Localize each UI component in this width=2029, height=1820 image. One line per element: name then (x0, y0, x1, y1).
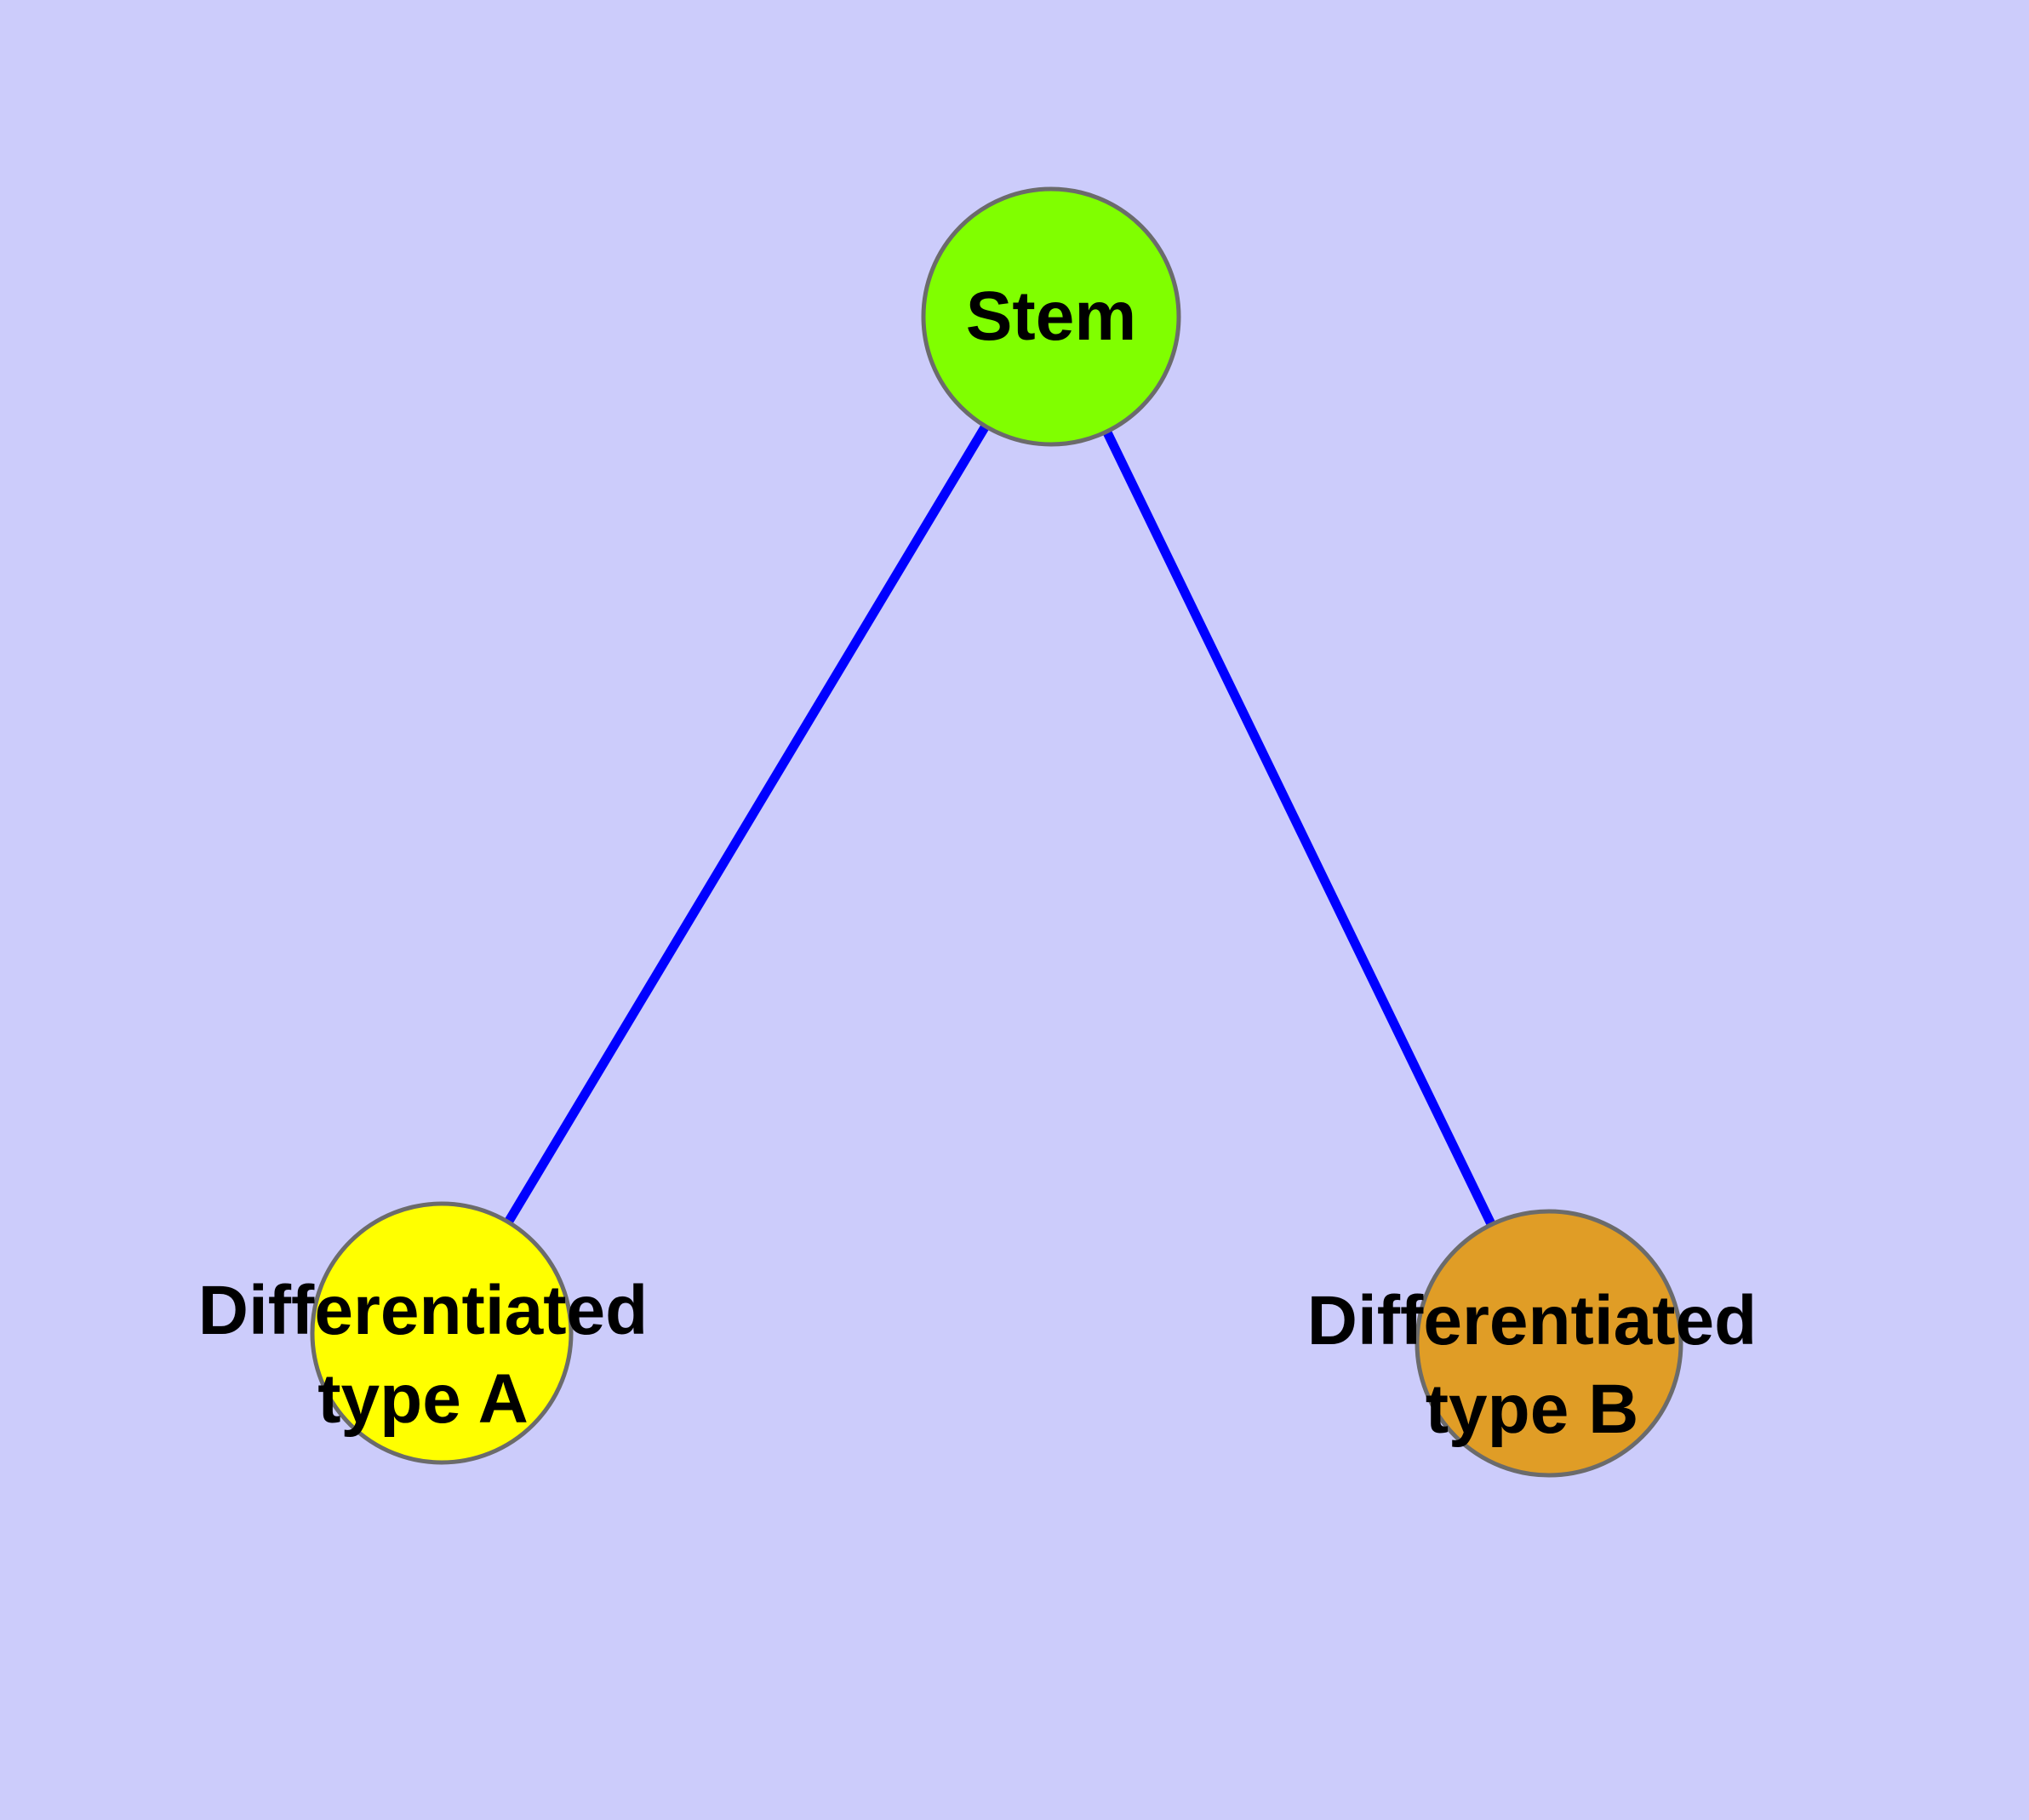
node-differentiated-type-a-circle[interactable] (310, 1201, 574, 1465)
edge-stem-to-differentiated-type-b (1047, 314, 1553, 1346)
edge-layer (437, 314, 1553, 1346)
node-layer (310, 186, 1683, 1478)
node-stem-circle[interactable] (921, 186, 1181, 447)
edge-stem-to-differentiated-type-a (437, 314, 1055, 1336)
node-differentiated-type-b-circle[interactable] (1415, 1209, 1683, 1478)
